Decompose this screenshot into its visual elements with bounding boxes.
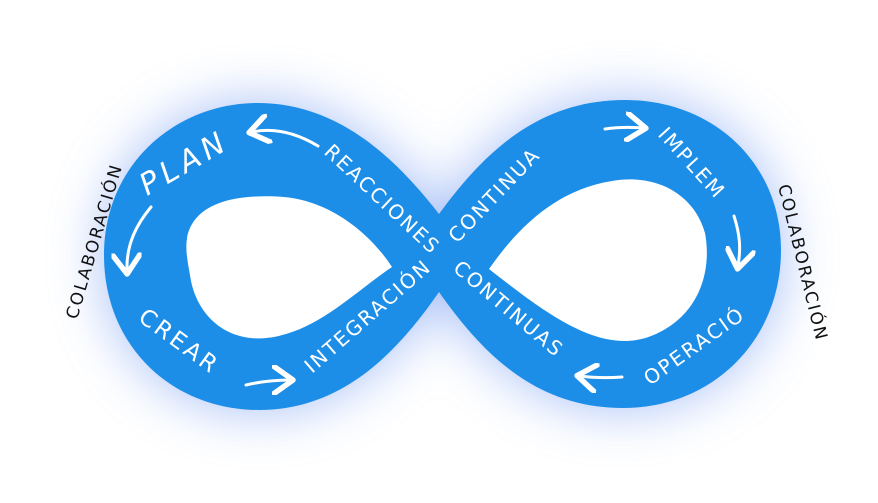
curved-arrow-icon [580, 376, 624, 378]
collaboration-right-label: COLABORACIÓN [773, 182, 829, 343]
left-inner-loop [186, 196, 392, 339]
curved-arrow-icon [252, 130, 320, 148]
curved-arrow-icon [603, 127, 643, 129]
curved-arrow-icon [127, 205, 153, 271]
curved-arrow-icon [734, 214, 740, 266]
right-inner-loop [489, 179, 707, 341]
curved-arrow-icon [244, 380, 290, 385]
collaboration-right: COLABORACIÓN [773, 182, 831, 343]
